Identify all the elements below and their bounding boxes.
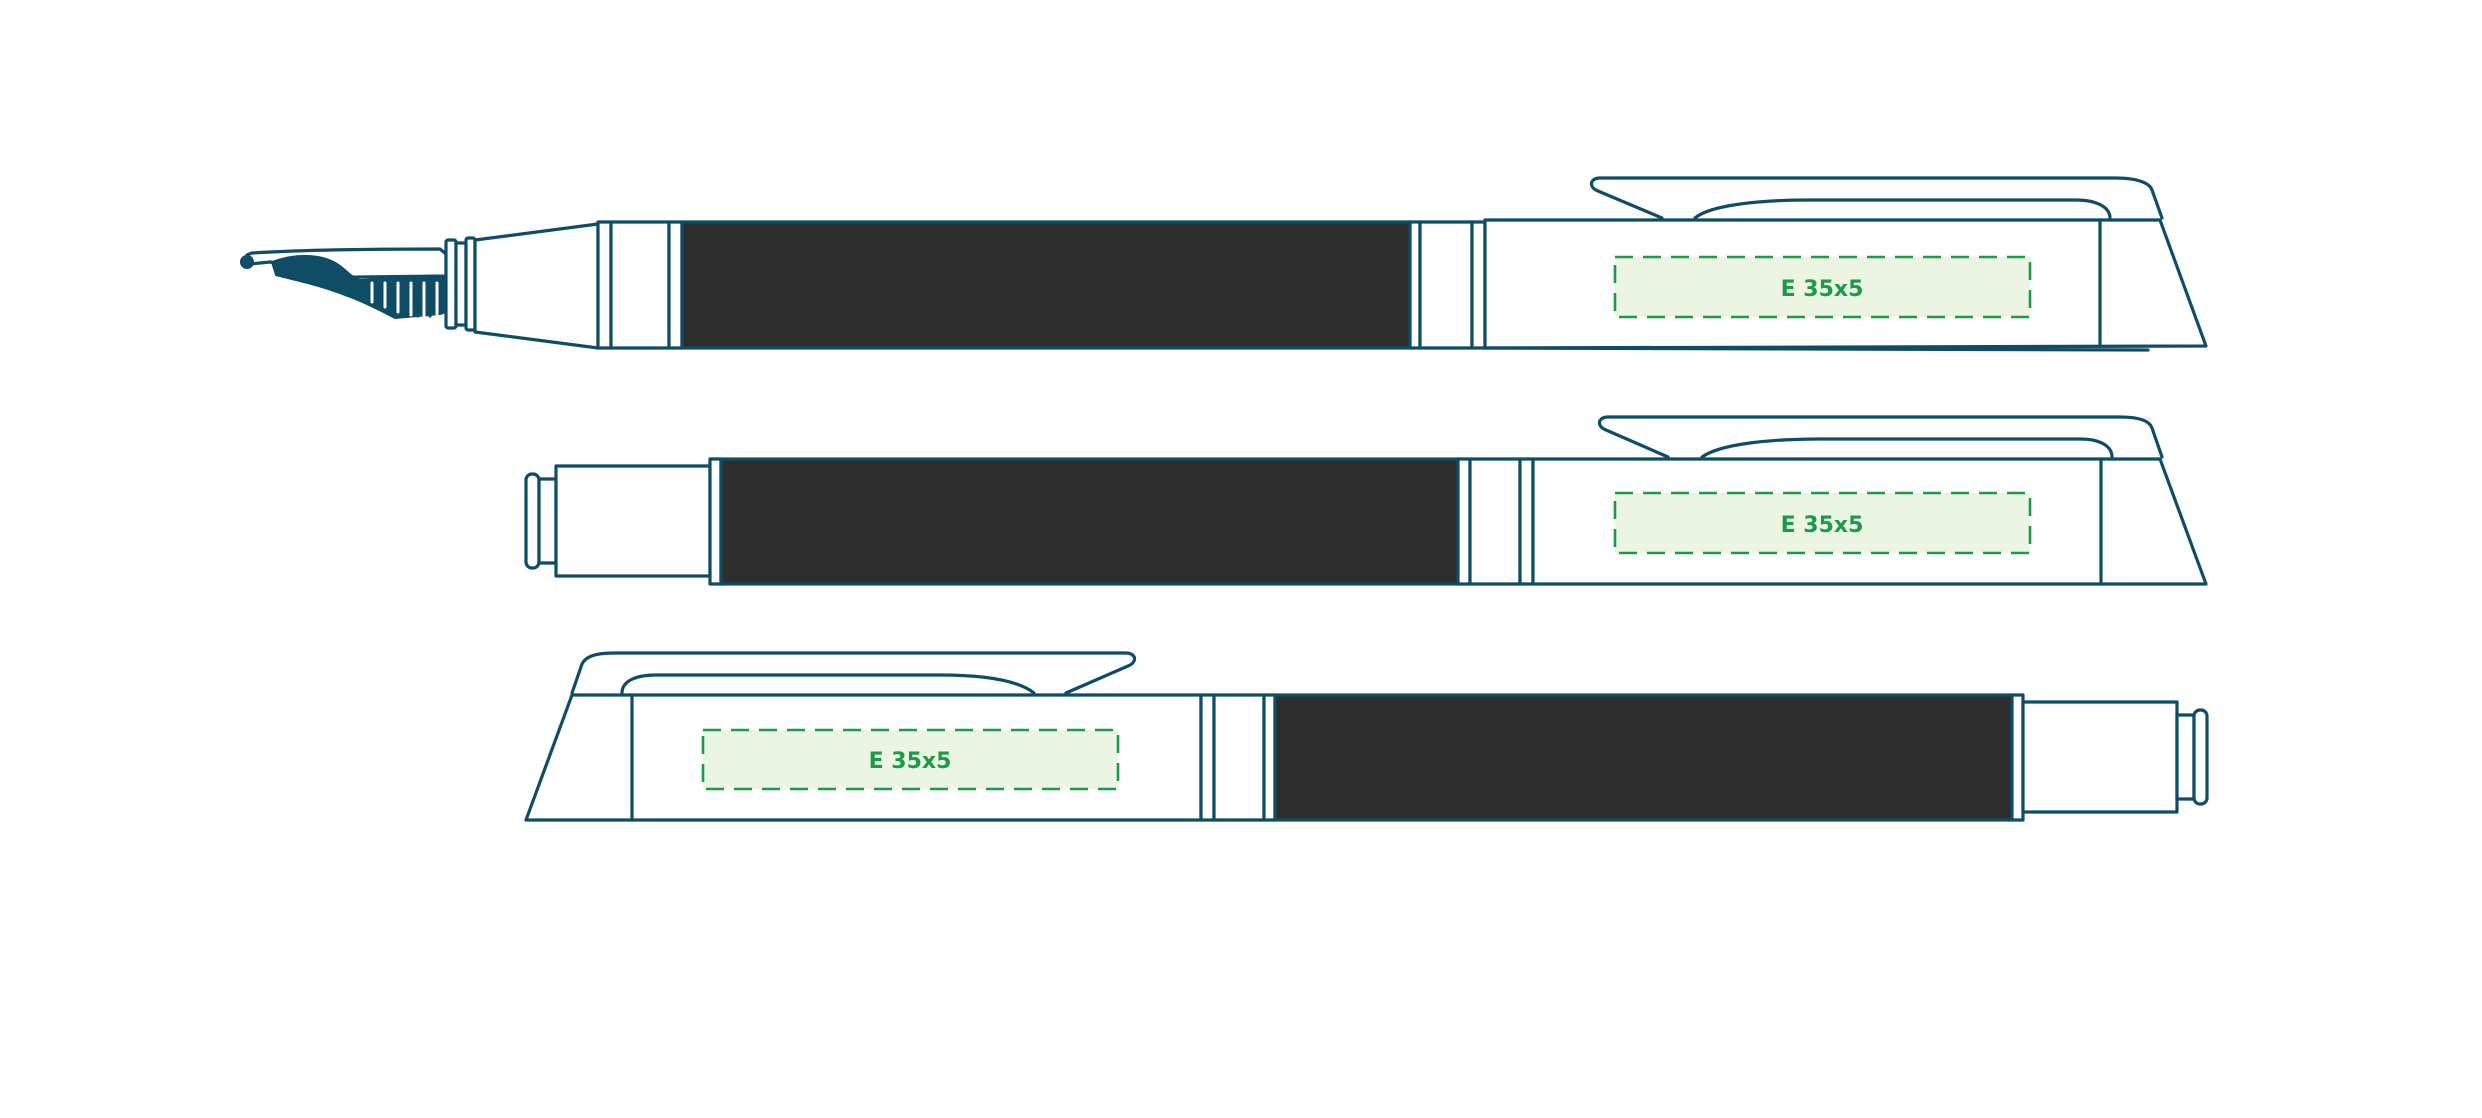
push-pen: E 35x5 [524,415,2208,586]
push-pen-mirrored-button [2021,700,2209,814]
push-pen-mirrored-color-band [1273,693,2014,822]
push-pen-print-zone: E 35x5 [1613,491,2032,555]
fountain-pen-clip [1589,176,2164,220]
push-pen-mirrored-print-zone: E 35x5 [701,728,1120,791]
fountain-pen-body [596,220,1487,350]
push-pen-button [524,464,712,578]
fountain-pen-nib [240,247,448,319]
fountain-pen-print-zone-label: E 35x5 [1781,277,1864,302]
push-pen-body [708,457,1535,586]
push-pen-mirrored-print-zone-label: E 35x5 [869,749,952,774]
push-pen-mirrored-body [1199,693,2025,822]
push-pen-mirrored-clip [570,651,1137,695]
fountain-pen-grip [444,222,600,350]
push-pen-clip [1597,415,2164,459]
fountain-pen: E 35x5 [240,176,2208,352]
fountain-pen-print-zone: E 35x5 [1613,255,2032,319]
fountain-pen-color-band [680,220,1412,350]
push-pen-print-zone-label: E 35x5 [1781,513,1864,538]
push-pen-color-band [719,457,1460,586]
push-pen-mirrored: E 35x5 [524,651,2209,822]
